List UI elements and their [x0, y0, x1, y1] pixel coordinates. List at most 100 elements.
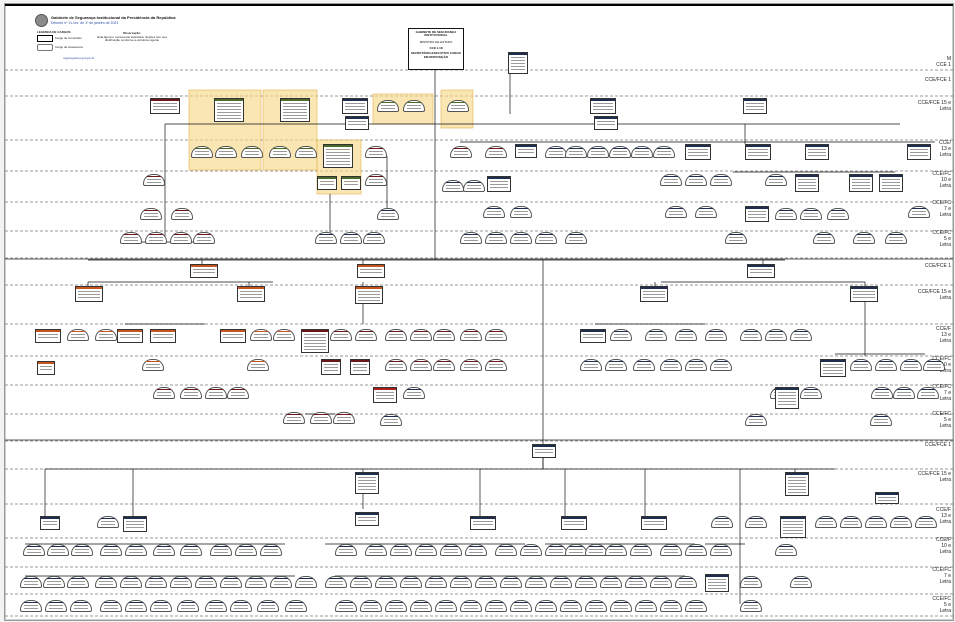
advisory-unit[interactable] [23, 544, 45, 556]
advisory-unit[interactable] [765, 174, 787, 186]
advisory-unit[interactable] [740, 576, 762, 588]
commission-unit[interactable] [743, 98, 767, 114]
advisory-unit[interactable] [587, 146, 609, 158]
advisory-unit[interactable] [377, 208, 399, 220]
advisory-unit[interactable] [191, 146, 213, 158]
advisory-unit[interactable] [890, 516, 912, 528]
commission-unit[interactable] [75, 286, 103, 302]
advisory-unit[interactable] [365, 174, 387, 186]
advisory-unit[interactable] [565, 232, 587, 244]
advisory-unit[interactable] [625, 576, 647, 588]
advisory-unit[interactable] [67, 329, 89, 341]
advisory-unit[interactable] [220, 576, 242, 588]
advisory-unit[interactable] [120, 232, 142, 244]
advisory-unit[interactable] [635, 600, 657, 612]
advisory-unit[interactable] [360, 600, 382, 612]
advisory-unit[interactable] [140, 208, 162, 220]
advisory-unit[interactable] [385, 600, 407, 612]
commission-unit[interactable] [532, 444, 556, 458]
commission-unit[interactable] [705, 574, 729, 592]
advisory-unit[interactable] [510, 232, 532, 244]
commission-unit[interactable] [580, 329, 606, 343]
advisory-unit[interactable] [790, 329, 812, 341]
advisory-unit[interactable] [580, 359, 602, 371]
commission-unit[interactable] [875, 492, 899, 504]
advisory-unit[interactable] [170, 576, 192, 588]
advisory-unit[interactable] [447, 100, 469, 112]
advisory-unit[interactable] [908, 206, 930, 218]
advisory-unit[interactable] [67, 576, 89, 588]
commission-unit[interactable] [123, 516, 147, 532]
advisory-unit[interactable] [630, 544, 652, 556]
advisory-unit[interactable] [705, 329, 727, 341]
advisory-unit[interactable] [377, 100, 399, 112]
advisory-unit[interactable] [645, 329, 667, 341]
advisory-unit[interactable] [500, 576, 522, 588]
commission-unit[interactable] [37, 361, 55, 375]
advisory-unit[interactable] [365, 146, 387, 158]
commission-unit[interactable] [321, 359, 341, 375]
advisory-unit[interactable] [433, 329, 455, 341]
commission-unit[interactable] [355, 512, 379, 526]
advisory-unit[interactable] [510, 600, 532, 612]
advisory-unit[interactable] [495, 544, 517, 556]
commission-unit[interactable] [342, 98, 368, 114]
advisory-unit[interactable] [813, 232, 835, 244]
advisory-unit[interactable] [565, 146, 587, 158]
commission-unit[interactable] [907, 144, 931, 160]
advisory-unit[interactable] [270, 576, 292, 588]
advisory-unit[interactable] [535, 232, 557, 244]
advisory-unit[interactable] [205, 600, 227, 612]
advisory-unit[interactable] [483, 206, 505, 218]
advisory-unit[interactable] [631, 146, 653, 158]
commission-unit[interactable] [590, 98, 616, 114]
advisory-unit[interactable] [210, 544, 232, 556]
commission-unit[interactable] [850, 286, 878, 302]
advisory-unit[interactable] [333, 412, 355, 424]
advisory-unit[interactable] [660, 359, 682, 371]
advisory-unit[interactable] [605, 359, 627, 371]
commission-unit[interactable] [640, 286, 668, 302]
advisory-unit[interactable] [235, 544, 257, 556]
advisory-unit[interactable] [100, 600, 122, 612]
commission-unit[interactable] [780, 516, 806, 538]
commission-unit[interactable] [641, 516, 667, 530]
commission-unit[interactable] [508, 52, 528, 74]
advisory-unit[interactable] [885, 232, 907, 244]
advisory-unit[interactable] [310, 412, 332, 424]
advisory-unit[interactable] [325, 576, 347, 588]
advisory-unit[interactable] [315, 232, 337, 244]
advisory-unit[interactable] [403, 387, 425, 399]
commission-unit[interactable] [820, 359, 846, 377]
advisory-unit[interactable] [250, 329, 272, 341]
advisory-unit[interactable] [410, 359, 432, 371]
advisory-unit[interactable] [695, 206, 717, 218]
advisory-unit[interactable] [330, 329, 352, 341]
advisory-unit[interactable] [150, 600, 172, 612]
advisory-unit[interactable] [257, 600, 279, 612]
commission-unit[interactable] [373, 387, 397, 403]
commission-unit[interactable] [879, 174, 903, 192]
advisory-unit[interactable] [840, 516, 862, 528]
advisory-unit[interactable] [20, 576, 42, 588]
advisory-unit[interactable] [871, 387, 893, 399]
advisory-unit[interactable] [410, 329, 432, 341]
advisory-unit[interactable] [520, 544, 542, 556]
advisory-unit[interactable] [227, 387, 249, 399]
advisory-unit[interactable] [450, 146, 472, 158]
commission-unit[interactable] [350, 359, 370, 375]
advisory-unit[interactable] [385, 329, 407, 341]
commission-unit[interactable] [745, 206, 769, 222]
commission-unit[interactable] [35, 329, 61, 343]
advisory-unit[interactable] [917, 387, 939, 399]
advisory-unit[interactable] [827, 208, 849, 220]
advisory-unit[interactable] [43, 576, 65, 588]
advisory-unit[interactable] [765, 329, 787, 341]
advisory-unit[interactable] [790, 576, 812, 588]
advisory-unit[interactable] [460, 359, 482, 371]
advisory-unit[interactable] [335, 544, 357, 556]
advisory-unit[interactable] [545, 544, 567, 556]
advisory-unit[interactable] [120, 576, 142, 588]
advisory-unit[interactable] [363, 232, 385, 244]
commission-unit[interactable] [745, 144, 771, 160]
